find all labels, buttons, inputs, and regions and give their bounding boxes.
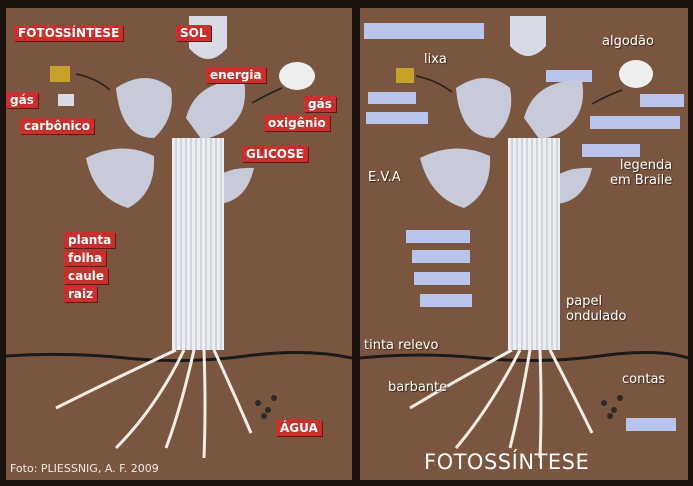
water-label: ÁGUA (276, 420, 322, 436)
roots (410, 350, 592, 458)
braille-card (582, 144, 640, 157)
part-label-planta: planta (64, 232, 115, 248)
bottom-title: FOTOSSÍNTESE (424, 450, 589, 474)
part-label-raiz: raiz (64, 286, 97, 302)
small-card (58, 94, 74, 106)
sun-label: SOL (176, 25, 211, 41)
braille-card (626, 418, 676, 431)
roots (56, 350, 251, 458)
braille-card (640, 94, 684, 107)
relief-paint-label: tinta relevo (364, 338, 438, 353)
cotton-ball (619, 60, 653, 88)
braille-card (590, 116, 680, 129)
braille-card (412, 250, 470, 263)
braille-legend-label: legenda em Braile (610, 158, 672, 188)
leaf-top-left (456, 78, 511, 138)
cotton-ball (279, 62, 315, 90)
eva-label: E.V.A (368, 170, 401, 185)
leaf-top-left (116, 78, 172, 138)
braille-card (366, 112, 428, 124)
braille-card (546, 70, 592, 82)
braille-card (364, 23, 484, 39)
soil-line (360, 352, 688, 360)
right-plant-illustration (360, 8, 688, 480)
leaf-mid-left (86, 148, 154, 208)
beads (601, 395, 623, 419)
braille-card (414, 272, 470, 285)
part-label-folha: folha (64, 250, 106, 266)
gas-right-label: gás (304, 96, 336, 112)
left-plant-illustration (6, 8, 352, 480)
leaf-mid-left (420, 148, 490, 208)
glucose-label: GLICOSE (242, 146, 308, 162)
oxygen-label: oxigênio (264, 115, 330, 131)
energy-label: energia (206, 67, 266, 83)
sandpaper-square (396, 68, 414, 83)
left-board: FOTOSSÍNTESE SOL energia gás carbônico g… (6, 8, 352, 480)
string-label: barbante (388, 380, 447, 395)
sandpaper-label: lixa (424, 52, 447, 67)
leaf-top-right (186, 80, 245, 140)
carbonic-label: carbônico (20, 118, 94, 134)
sandpaper-square (50, 66, 70, 82)
title-label: FOTOSSÍNTESE (14, 25, 123, 41)
gas-left-label: gás (6, 92, 38, 108)
braille-card (406, 230, 470, 243)
right-board: lixa algodão E.V.A legenda em Braile pap… (360, 8, 688, 480)
photo-credit: Foto: PLIESSNIG, A. F. 2009 (10, 462, 159, 475)
leaf-top-right (524, 80, 583, 140)
beads-label: contas (622, 372, 665, 387)
beads (255, 395, 277, 419)
braille-card (420, 294, 472, 307)
corrugated-paper-label: papel ondulado (566, 294, 626, 324)
sun-shape (510, 16, 546, 56)
braille-card (368, 92, 416, 104)
cotton-label: algodão (602, 34, 654, 49)
part-label-caule: caule (64, 268, 108, 284)
